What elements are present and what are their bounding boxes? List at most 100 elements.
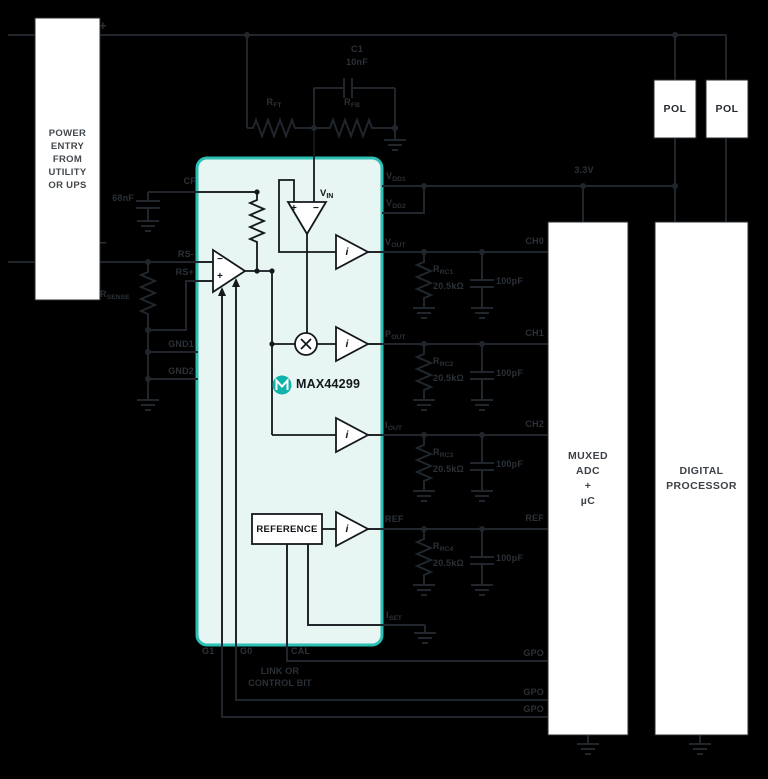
junction-dot — [311, 125, 317, 131]
ground-icon — [137, 220, 159, 232]
wire-vamp-to-buffer — [278, 179, 336, 253]
ground-icon — [384, 139, 406, 151]
ground-icon — [471, 584, 493, 596]
junction-dot — [421, 526, 427, 532]
capacitor-c1 — [314, 78, 396, 128]
blocks — [34, 17, 749, 736]
gnd1-pin-label: GND1 — [168, 339, 194, 349]
vdd2-pin-label: VDD2 — [386, 198, 406, 210]
power-entry-box — [34, 17, 101, 301]
wire-gnd-stubs — [148, 351, 198, 380]
buffer-i-label: i — [345, 523, 349, 535]
capacitor-ch2 — [470, 435, 494, 491]
rrc2-value-label: 20.5kΩ — [433, 373, 464, 383]
cal-pin-label: CAL — [291, 646, 311, 656]
multiplier-x-icon — [300, 338, 312, 350]
ref-pin-label: REF — [385, 514, 404, 524]
vin-pin-label: VIN — [320, 188, 334, 200]
reference-box — [251, 513, 323, 545]
ground-icon — [577, 735, 599, 755]
gpo-label: GPO — [523, 704, 544, 714]
junction-dots-inside — [254, 189, 275, 347]
g0-pin-label: G0 — [240, 646, 253, 656]
rrc4-label: RRC4 — [433, 541, 454, 553]
iamp-minus-sign: − — [217, 254, 223, 265]
junction-dot — [254, 189, 260, 195]
junction-dot — [269, 268, 275, 274]
rs-minus-pin-label: RS- — [177, 249, 194, 259]
c1-value-label: 10nF — [346, 57, 368, 67]
vamp-plus-sign: + — [291, 203, 297, 214]
buffer-i-label: i — [345, 429, 349, 441]
cf-pin-label: CF — [183, 176, 196, 186]
ground-icon — [137, 399, 159, 411]
ground-icon — [413, 307, 435, 319]
rs-plus-pin-label: RS+ — [175, 267, 194, 277]
wire-iset — [307, 544, 426, 633]
rrc3-value-label: 20.5kΩ — [433, 464, 464, 474]
junction-dot — [421, 183, 427, 189]
wire-g1 — [221, 296, 548, 718]
junction-dot — [392, 125, 398, 131]
ground-icon — [413, 490, 435, 502]
ground-icon — [471, 307, 493, 319]
junction-dot — [145, 376, 151, 382]
ground-icon — [471, 399, 493, 411]
control-note-label: LINK OR CONTROL BIT — [248, 666, 312, 688]
buffer-amp-iout — [335, 416, 370, 454]
muxed-adc-label: MUXED ADC + µC — [568, 449, 608, 507]
chip-components — [212, 201, 370, 548]
resistor-gain — [247, 192, 267, 271]
c1-name-label: C1 — [351, 44, 363, 54]
resistor-rrc2 — [414, 344, 434, 400]
wire-rs-plus — [148, 280, 213, 331]
rrc3-label: RRC3 — [433, 447, 454, 459]
capacitor-ref — [470, 529, 494, 585]
rrc1-label: RRC1 — [433, 264, 454, 276]
rfb-label: RFB — [344, 97, 360, 109]
buffer-amp-ref — [335, 510, 370, 548]
muxed-adc-box — [547, 221, 629, 736]
gain-arrows — [218, 278, 240, 296]
ground-icon — [413, 399, 435, 411]
ch1-cap-value-label: 100pF — [496, 368, 524, 378]
chip-name-label: MAX44299 — [296, 377, 361, 391]
rrc1-value-label: 20.5kΩ — [433, 281, 464, 291]
pol-right-label: POL — [715, 103, 739, 115]
junction-dot — [254, 268, 260, 274]
plus-terminal-label: + — [99, 18, 107, 33]
ground-icon — [414, 632, 436, 644]
gpo-label: GPO — [523, 648, 544, 658]
wire-g0 — [235, 287, 548, 701]
resistor-rsense — [138, 262, 158, 330]
wires-outside — [8, 34, 727, 755]
resistor-rft — [247, 117, 314, 139]
buffer-i-label: i — [345, 338, 349, 350]
vdd1-pin-label: VDD1 — [386, 171, 406, 183]
junction-dot — [421, 249, 427, 255]
junction-dots — [145, 32, 678, 532]
reference-label: REFERENCE — [256, 523, 318, 535]
digital-processor-label: DIGITAL PROCESSOR — [666, 464, 737, 492]
ref-cap-value-label: 100pF — [496, 553, 524, 563]
junction-dot — [269, 341, 275, 347]
opamp-current-sense — [212, 248, 247, 294]
junction-dot — [421, 432, 427, 438]
rrc4-value-label: 20.5kΩ — [433, 558, 464, 568]
resistor-rfb — [314, 117, 395, 139]
vout-pin-label: VOUT — [385, 237, 406, 249]
buffer-i-label: i — [345, 246, 349, 258]
pol-box-left — [653, 79, 697, 139]
cf-value-label: 68nF — [112, 193, 134, 203]
capacitor-ch0 — [470, 252, 494, 308]
ch0-cap-value-label: 100pF — [496, 276, 524, 286]
ground-icon — [689, 735, 711, 755]
arrow-up-icon — [232, 278, 240, 287]
junction-dot — [145, 327, 151, 333]
rrc2-label: RRC2 — [433, 356, 454, 368]
ch1-label: CH1 — [525, 328, 544, 338]
capacitor-ch1 — [470, 344, 494, 400]
digital-processor-box — [654, 221, 749, 736]
